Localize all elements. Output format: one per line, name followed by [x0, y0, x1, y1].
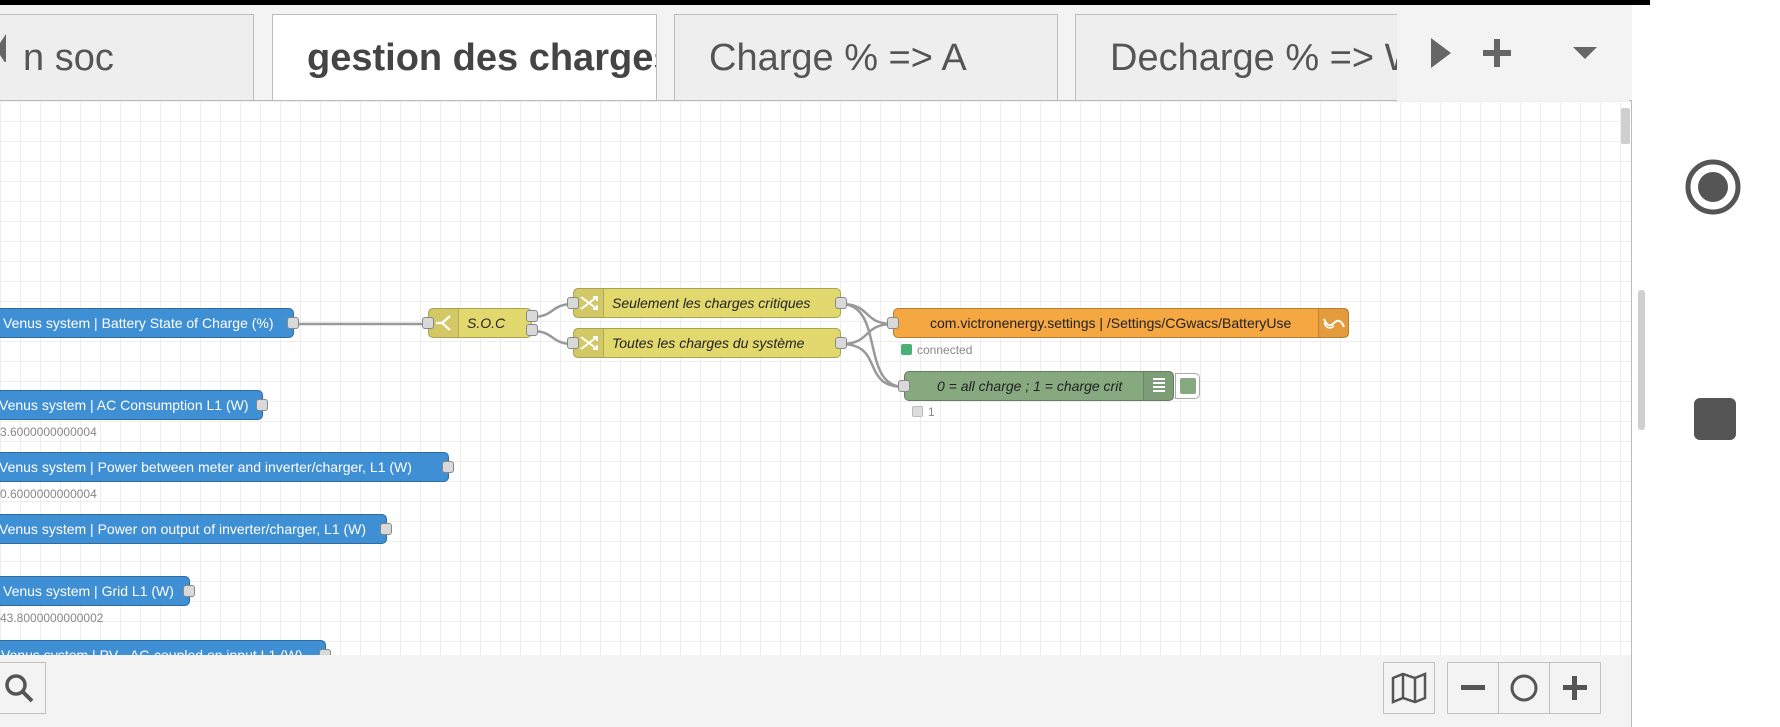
- node-input-port[interactable]: [422, 317, 434, 329]
- status-dot-icon: [901, 344, 912, 355]
- record-button[interactable]: [1684, 158, 1742, 216]
- node-output-port[interactable]: [319, 649, 331, 655]
- node-output-port[interactable]: [256, 399, 268, 411]
- node-label: com.victronenergy.settings | /Settings/C…: [930, 315, 1292, 331]
- node-charges-critiques[interactable]: Seulement les charges critiques: [567, 288, 847, 318]
- search-button[interactable]: [0, 662, 46, 714]
- node-status-text: connected: [917, 343, 973, 357]
- tab-label: n soc: [23, 37, 114, 79]
- wire-critiques-to-settings: [840, 302, 894, 326]
- switch-icon: [429, 309, 459, 337]
- add-tab-button[interactable]: [1453, 5, 1541, 101]
- node-output-port[interactable]: [835, 337, 847, 349]
- victron-logo-icon: [1318, 309, 1348, 337]
- navigator-button[interactable]: [1383, 662, 1435, 714]
- node-label: Venus system | Grid L1 (W): [3, 583, 174, 599]
- node-soc-switch[interactable]: S.O.C: [422, 308, 538, 338]
- tab-list-menu-button[interactable]: [1541, 5, 1629, 101]
- node-pv-ac-coupled[interactable]: Venus system | PV - AC-coupled on input …: [0, 640, 331, 655]
- node-power-output[interactable]: Venus system | Power on output of invert…: [0, 514, 392, 544]
- node-victron-settings[interactable]: com.victronenergy.settings | /Settings/C…: [887, 308, 1349, 338]
- top-border: [0, 0, 1650, 5]
- node-status-text: 0.6000000000004: [0, 487, 97, 501]
- map-icon: [1391, 672, 1427, 704]
- node-label: Venus system | PV - AC-coupled on input …: [1, 647, 303, 655]
- zoom-out-button[interactable]: [1447, 662, 1499, 714]
- node-status: connected: [901, 343, 972, 357]
- flow-wires: [294, 302, 905, 389]
- plus-icon: [1483, 39, 1511, 67]
- tab-label: gestion des charges: [307, 37, 657, 79]
- node-output-port[interactable]: [183, 585, 195, 597]
- wire-critiques-to-debug: [840, 302, 905, 389]
- wire-toutes-to-debug: [840, 342, 905, 389]
- side-panel: [1650, 0, 1780, 727]
- node-label: Venus system | Power between meter and i…: [0, 459, 412, 475]
- node-label: Venus system | Battery State of Charge (…: [3, 315, 274, 331]
- node-output-port-2[interactable]: [526, 324, 538, 336]
- node-status: 1: [912, 405, 935, 419]
- shuffle-icon: [574, 289, 604, 317]
- node-input-port[interactable]: [567, 337, 579, 349]
- node-label: S.O.C: [467, 315, 506, 331]
- node-ac-consumption[interactable]: Venus system | AC Consumption L1 (W): [0, 390, 268, 420]
- node-input-port[interactable]: [567, 297, 579, 309]
- search-icon: [5, 674, 34, 703]
- node-input-port[interactable]: [887, 317, 899, 329]
- tab-soc[interactable]: n soc: [0, 14, 254, 100]
- node-status-text: 1: [928, 405, 935, 419]
- shuffle-icon: [574, 329, 604, 357]
- zoom-reset-button[interactable]: [1498, 662, 1550, 714]
- node-label: Venus system | Power on output of invert…: [0, 521, 367, 537]
- node-grid[interactable]: Venus system | Grid L1 (W): [0, 576, 195, 606]
- minus-icon: [1461, 685, 1485, 690]
- tab-bar: n soc gestion des charges Charge % => A …: [0, 5, 1632, 101]
- node-status-text: 43.8000000000002: [0, 611, 104, 625]
- node-battery-soc[interactable]: Venus system | Battery State of Charge (…: [0, 308, 299, 338]
- node-output-port-1[interactable]: [526, 310, 538, 322]
- record-icon: [1685, 159, 1741, 215]
- node-output-port[interactable]: [835, 297, 847, 309]
- node-label: Venus system | AC Consumption L1 (W): [0, 397, 249, 413]
- plus-icon: [1563, 676, 1587, 700]
- debug-toggle-square-icon: [1180, 378, 1196, 394]
- node-output-port[interactable]: [380, 523, 392, 535]
- node-output-port[interactable]: [287, 317, 299, 329]
- canvas-scrollbar[interactable]: [1621, 108, 1630, 144]
- zoom-in-button[interactable]: [1549, 662, 1601, 714]
- flow-canvas[interactable]: Venus system | Battery State of Charge (…: [0, 101, 1632, 655]
- chevron-right-icon: [1431, 38, 1451, 68]
- chevron-left-icon: [0, 34, 6, 62]
- canvas-footer: [0, 655, 1632, 727]
- debug-toggle-button[interactable]: [1175, 373, 1200, 399]
- tab-label: Charge % => A: [709, 37, 967, 79]
- node-toutes-charges[interactable]: Toutes les charges du système: [567, 328, 847, 358]
- node-output-port[interactable]: [442, 461, 454, 473]
- tab-charge-percent-a[interactable]: Charge % => A: [674, 14, 1058, 100]
- node-power-between[interactable]: Venus system | Power between meter and i…: [0, 452, 454, 482]
- caret-down-icon: [1573, 47, 1597, 59]
- stop-button[interactable]: [1694, 398, 1736, 440]
- list-icon: [1143, 372, 1173, 400]
- page-scrollbar[interactable]: [1638, 290, 1645, 430]
- node-debug[interactable]: 0 = all charge ; 1 = charge crit: [898, 371, 1174, 401]
- tab-label: Decharge % => W: [1110, 37, 1405, 79]
- tab-gestion-des-charges[interactable]: gestion des charges: [272, 14, 657, 100]
- node-label: Seulement les charges critiques: [612, 295, 811, 311]
- tab-decharge-percent-w[interactable]: Decharge % => W: [1075, 14, 1405, 100]
- node-label: 0 = all charge ; 1 = charge crit: [937, 378, 1123, 394]
- circle-icon: [1510, 674, 1538, 702]
- status-dot-icon: [912, 406, 923, 417]
- tab-scroll-left-button[interactable]: [0, 34, 26, 62]
- node-label: Toutes les charges du système: [612, 335, 805, 351]
- node-input-port[interactable]: [898, 380, 910, 392]
- node-status-text: 3.6000000000004: [0, 425, 97, 439]
